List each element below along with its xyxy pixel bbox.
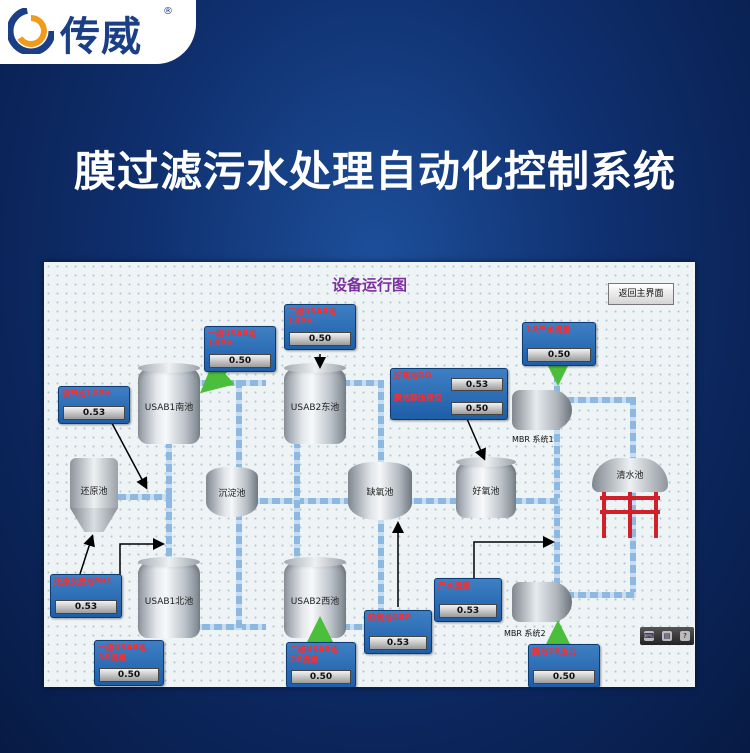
registered-mark: ®	[163, 6, 173, 17]
pump-mbr2[interactable]	[512, 582, 572, 622]
sensor-card-usab1-ph[interactable]: 一级USAB池 1#PH 0.50	[204, 326, 276, 372]
pump-mbr1[interactable]	[512, 390, 572, 430]
tank-usab1-south[interactable]: USAB1南池	[138, 363, 200, 444]
sensor-label: 一级USAB池 1#PH	[208, 329, 257, 348]
tank-label: 清水池	[616, 471, 644, 481]
sensor-card-regulating-ph[interactable]: 调节池1#PH 0.53	[58, 386, 130, 424]
sensor-value: 0.50	[533, 670, 595, 684]
tank-label: 好氧池	[472, 486, 500, 497]
pipe	[106, 494, 172, 500]
sensor-card-anoxic-orp[interactable]: 缺氧池ORP 0.53	[364, 610, 432, 654]
scada-panel: 设备运行图 返回主界面 USAB1南池 USAB2东池 USAB1北池 USAB…	[44, 262, 695, 687]
sensor-label: 一级USAB池 3#流量	[98, 643, 147, 662]
sensor-value: 0.50	[289, 332, 351, 346]
sensor-label: 缺氧池ORP	[368, 613, 411, 622]
tank-label: 沉淀池	[218, 488, 246, 499]
pipe	[554, 397, 636, 403]
sensor-value: 0.53	[369, 636, 427, 650]
tank-label: USAB1北池	[144, 596, 194, 607]
sensor-card-usab2-flow[interactable]: 二级USAB池 2#流量 0.50	[286, 642, 356, 687]
tank-sedimentation[interactable]: 沉淀池	[206, 467, 258, 517]
sensor-label: 二级USAB池 2#流量	[290, 645, 339, 664]
sensor-label: 1#产水流量	[526, 325, 571, 334]
keyboard-icon[interactable]: ⌨	[644, 631, 655, 641]
sensor-value: 0.53	[439, 604, 497, 618]
sensor-value: 0.53	[451, 378, 503, 391]
brand-name: 传威	[60, 14, 142, 60]
sensor-label: 膜池2#压力	[532, 647, 577, 656]
tank-clean-water[interactable]: 清水池	[592, 458, 668, 540]
sensor-value: 0.50	[99, 668, 159, 682]
sensor-label: 调节池1#PH	[62, 389, 111, 398]
pipe	[378, 498, 518, 504]
sensor-label: 膜池静压液位	[394, 393, 442, 402]
tank-usab1-north[interactable]: USAB1北池	[138, 557, 200, 638]
pipe	[294, 380, 300, 630]
pipe	[514, 498, 560, 504]
sensor-value: 0.50	[527, 348, 591, 362]
sensor-card-usab1-flow[interactable]: 一级USAB池 3#流量 0.50	[94, 640, 164, 686]
tank-label: USAB2东池	[290, 402, 340, 413]
pump-mbr2-label: MBR 系统2	[504, 629, 546, 638]
sensor-card-membrane-pressure[interactable]: 膜池2#压力 0.50	[528, 644, 600, 687]
page-headline: 膜过滤污水处理自动化控制系统	[73, 147, 676, 196]
pipe	[554, 592, 636, 598]
control-toolbar: ⌨ ▤ ?	[640, 627, 694, 645]
sensor-label: 还原反应池PH1	[54, 577, 113, 586]
brand-logo: 传威 ®	[0, 0, 196, 64]
pipe	[166, 380, 172, 628]
pump-mbr1-label: MBR 系统1	[512, 435, 554, 444]
pipe	[554, 362, 560, 622]
sensor-card-aerobic-do[interactable]: 好氧池DO 膜池静压液位 0.53 0.50	[390, 368, 508, 420]
sensor-card-water-flow[interactable]: 产水流量 0.53	[434, 578, 502, 622]
sensor-label: 产水流量	[438, 581, 470, 590]
scada-title: 设备运行图	[331, 276, 407, 294]
sensor-label: 好氧池DO	[394, 371, 432, 380]
sensor-value: 0.50	[291, 670, 351, 684]
sensor-value: 0.50	[209, 354, 271, 368]
tank-aerobic[interactable]: 好氧池	[456, 457, 516, 518]
sensor-value: 0.50	[451, 402, 503, 415]
return-home-button[interactable]: 返回主界面	[608, 283, 674, 305]
tank-label: USAB1南池	[144, 402, 194, 413]
sensor-card-water-flow1[interactable]: 1#产水流量 0.50	[522, 322, 596, 366]
sensor-card-usab2-ph[interactable]: 二级USAB池 1#PH 0.50	[284, 304, 356, 350]
sensor-card-reduction-ph[interactable]: 还原反应池PH1 0.53	[50, 574, 122, 618]
sensor-value: 0.53	[63, 406, 125, 420]
pipe	[166, 624, 266, 630]
tank-label: 还原池	[80, 487, 108, 497]
settings-icon[interactable]: ▤	[662, 631, 672, 641]
tank-anoxic[interactable]: 缺氧池	[348, 462, 412, 520]
sensor-label: 二级USAB池 1#PH	[288, 307, 337, 326]
sensor-value: 0.53	[55, 600, 117, 614]
tank-reduction[interactable]: 还原池	[66, 458, 122, 536]
tank-label: USAB2西池	[290, 596, 340, 607]
tank-label: 缺氧池	[366, 487, 394, 498]
brand-swirl-icon	[8, 8, 54, 54]
help-icon[interactable]: ?	[680, 631, 690, 641]
